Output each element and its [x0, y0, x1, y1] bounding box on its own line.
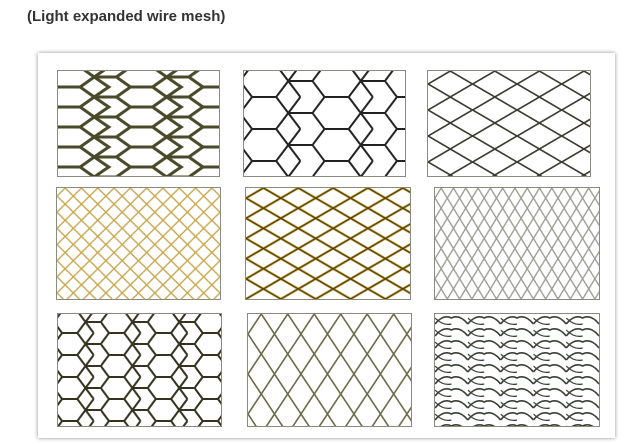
mesh-gallery-panel: [38, 53, 615, 438]
diamond-mesh-pattern: [435, 188, 599, 299]
mesh-tile-hex-medium: [57, 313, 222, 427]
mesh-tile-diamond-gold: [245, 187, 411, 300]
hex-mesh-pattern: [58, 71, 219, 176]
mesh-tile-herringbone: [434, 313, 600, 427]
mesh-tile-diamond-dark: [427, 70, 591, 177]
hex-mesh-pattern: [244, 71, 405, 176]
diamond-mesh-pattern: [248, 314, 411, 426]
diamond-mesh-pattern: [246, 188, 410, 299]
mesh-tile-diamond-silver: [434, 187, 600, 300]
mesh-tile-diamond-olive: [247, 313, 412, 427]
mesh-tile-hex-tight: [57, 70, 220, 177]
diamond-mesh-pattern: [428, 71, 590, 176]
hex-mesh-pattern: [58, 314, 221, 426]
mesh-tile-hex-large: [243, 70, 406, 177]
diamond-mesh-pattern: [57, 188, 220, 299]
herringbone-mesh-pattern: [435, 314, 599, 426]
mesh-tile-diamond-brass: [56, 187, 221, 300]
page-title: (Light expanded wire mesh): [27, 8, 226, 25]
